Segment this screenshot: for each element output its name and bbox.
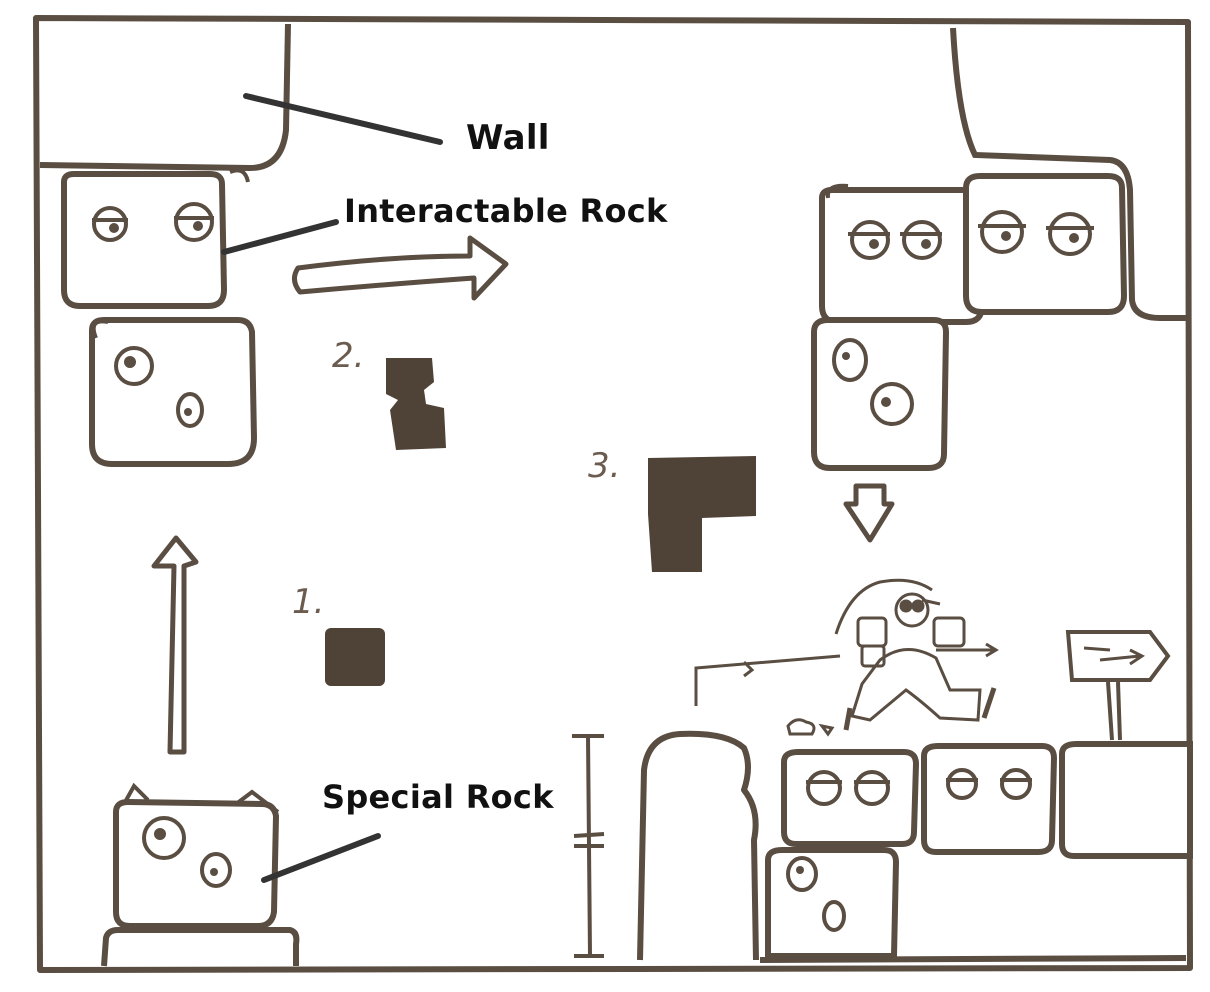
step-1-block	[325, 628, 385, 686]
signpost	[1065, 630, 1171, 741]
step-3-block	[648, 456, 756, 572]
player-character	[834, 578, 997, 731]
arrow-down	[843, 483, 895, 543]
interactable-rock-left	[64, 168, 250, 306]
ground-rock-1	[781, 749, 920, 847]
arrow-up	[151, 535, 199, 755]
interactable-rock-leader-line	[221, 219, 339, 255]
debris	[786, 718, 835, 737]
ground-rock-4	[765, 847, 900, 959]
interactable-rock-right-1	[822, 183, 982, 322]
special-rock-right	[811, 317, 950, 471]
interactable-rock-label: Interactable Rock	[344, 192, 668, 230]
special-rock-left-upper	[89, 317, 258, 467]
interactable-rock-right-2	[963, 173, 1128, 315]
arrow-right	[292, 235, 509, 301]
ground-rock-2	[921, 743, 1058, 855]
special-rock-label: Special Rock	[322, 778, 554, 816]
pedestal	[101, 927, 300, 967]
wall-leader-line	[243, 93, 443, 145]
height-measure	[572, 734, 605, 958]
wall-label: Wall	[466, 118, 550, 158]
wall-top-left	[39, 23, 291, 172]
wall-top-right	[950, 27, 1188, 321]
special-rock-leader-line	[261, 833, 381, 883]
frame-border	[33, 15, 1193, 973]
step-2-block	[386, 358, 446, 450]
step-2-number: 2.	[332, 336, 365, 376]
step-1-number: 1.	[292, 582, 325, 622]
ground-platform	[637, 730, 1187, 963]
dash-trajectory	[694, 654, 841, 706]
step-3-number: 3.	[588, 446, 621, 486]
special-rock-bottom	[113, 782, 280, 929]
ground-rock-3	[1059, 741, 1193, 859]
